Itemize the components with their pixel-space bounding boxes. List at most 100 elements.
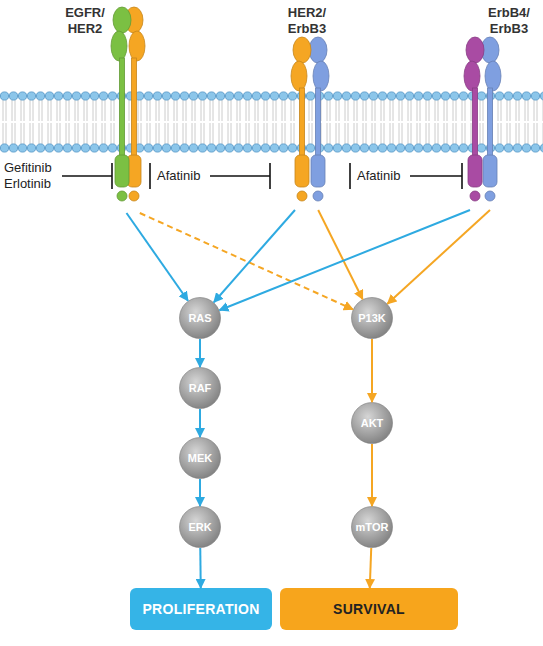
node-circle-shape xyxy=(352,298,393,339)
receptor-name: EGFR/ HER2 xyxy=(62,5,108,37)
molecule-name: MEK xyxy=(188,452,212,464)
molecule-name: P13K xyxy=(358,312,386,324)
molecule-name: mTOR xyxy=(356,521,389,533)
pathway-node: MEK xyxy=(179,437,221,479)
receptor-monomer xyxy=(111,7,131,201)
extracellular-lobe xyxy=(111,31,127,61)
signal-arrow xyxy=(371,444,373,506)
signal-arrow xyxy=(219,210,470,310)
node-circle-shape xyxy=(180,507,221,548)
extracellular-lobe xyxy=(466,37,484,63)
transmembrane-stalk xyxy=(473,88,478,158)
receptor-label-block: HER2/ ErbB3 xyxy=(281,5,333,37)
signal-arrow xyxy=(199,339,201,367)
inhibition-bar xyxy=(111,163,113,189)
extracellular-lobe xyxy=(309,37,327,63)
c-terminal-tail xyxy=(129,191,139,201)
pathway-node: RAS xyxy=(179,297,221,339)
pathway-node: ERK xyxy=(179,506,221,548)
signal-arrow xyxy=(199,548,201,588)
receptor-name: HER2/ ErbB3 xyxy=(281,5,333,37)
receptor-monomer xyxy=(291,37,311,201)
extracellular-lobe xyxy=(113,7,131,33)
c-terminal-tail xyxy=(485,191,495,201)
pathway-node: P13K xyxy=(351,297,393,339)
receptor-dimer: EGFR/ HER2 xyxy=(60,3,155,213)
signal-arrow xyxy=(199,409,201,437)
outcome-text: SURVIVAL xyxy=(333,601,405,617)
node-text-block: mTOR xyxy=(351,506,393,548)
transmembrane-stalk xyxy=(132,58,137,158)
inhibition-bar xyxy=(269,163,271,189)
node-text-block: RAS xyxy=(179,297,221,339)
molecule-name: RAS xyxy=(188,312,211,324)
outcome-box: SURVIVAL xyxy=(280,588,458,630)
kinase-domain xyxy=(311,155,325,187)
node-circle-shape xyxy=(180,438,221,479)
extracellular-lobe xyxy=(485,61,501,91)
pathway-node: mTOR xyxy=(351,506,393,548)
molecule-name: ERK xyxy=(188,521,211,533)
node-text-block: P13K xyxy=(351,297,393,339)
node-circle-shape xyxy=(180,368,221,409)
inhibition-line xyxy=(210,175,270,177)
transmembrane-stalk xyxy=(488,88,493,158)
node-circle-shape xyxy=(180,298,221,339)
signal-arrow xyxy=(214,210,295,302)
node-text-block: RAF xyxy=(179,367,221,409)
c-terminal-tail xyxy=(470,191,480,201)
drug-name: Afatinib xyxy=(157,168,200,184)
signal-arrow xyxy=(371,339,373,402)
receptor-monomer xyxy=(481,37,501,201)
kinase-domain xyxy=(468,155,482,187)
drug-name: Afatinib xyxy=(357,168,400,184)
transmembrane-stalk xyxy=(300,88,305,158)
signal-arrow xyxy=(387,210,490,304)
extracellular-lobe xyxy=(464,61,480,91)
node-text-block: MEK xyxy=(179,437,221,479)
extracellular-lobe xyxy=(129,31,145,61)
inhibition-line xyxy=(410,175,462,177)
inhibition-line xyxy=(62,175,112,177)
c-terminal-tail xyxy=(117,191,127,201)
molecule-name: AKT xyxy=(361,417,384,429)
inhibition-bar xyxy=(149,163,151,189)
signal-arrow xyxy=(199,479,201,506)
kinase-domain xyxy=(115,155,129,187)
transmembrane-stalk xyxy=(316,88,321,158)
transmembrane-stalk xyxy=(120,58,125,158)
kinase-domain xyxy=(295,155,309,187)
kinase-domain xyxy=(483,155,497,187)
extracellular-lobe xyxy=(313,61,329,91)
receptor-dimer: HER2/ ErbB3 xyxy=(275,3,355,210)
c-terminal-tail xyxy=(297,191,307,201)
signal-arrow xyxy=(318,210,362,299)
pathway-node: RAF xyxy=(179,367,221,409)
receptor-monomer xyxy=(464,37,484,201)
cell-membrane xyxy=(0,91,543,153)
node-text-block: ERK xyxy=(179,506,221,548)
outcome-text: PROLIFERATION xyxy=(142,601,259,617)
receptor-label-block: ErbB4/ ErbB3 xyxy=(480,5,538,37)
molecule-name: RAF xyxy=(189,382,212,394)
outcome-box: PROLIFERATION xyxy=(130,588,272,630)
c-terminal-tail xyxy=(313,191,323,201)
node-circle-shape xyxy=(352,507,393,548)
extracellular-lobe xyxy=(293,37,311,63)
signal-arrow xyxy=(140,213,353,309)
signal-arrow xyxy=(127,213,188,301)
receptor-label-block: EGFR/ HER2 xyxy=(62,5,108,37)
inhibition-bar xyxy=(461,163,463,189)
extracellular-lobe xyxy=(291,61,307,91)
drug-name: Gefitinib Erlotinib xyxy=(4,160,62,192)
receptor-monomer xyxy=(309,37,329,201)
inhibition-bar xyxy=(349,163,351,189)
node-circle-shape xyxy=(352,403,393,444)
node-text-block: AKT xyxy=(351,402,393,444)
signal-arrow xyxy=(370,548,371,588)
receptor-dimer: ErbB4/ ErbB3 xyxy=(440,3,540,210)
